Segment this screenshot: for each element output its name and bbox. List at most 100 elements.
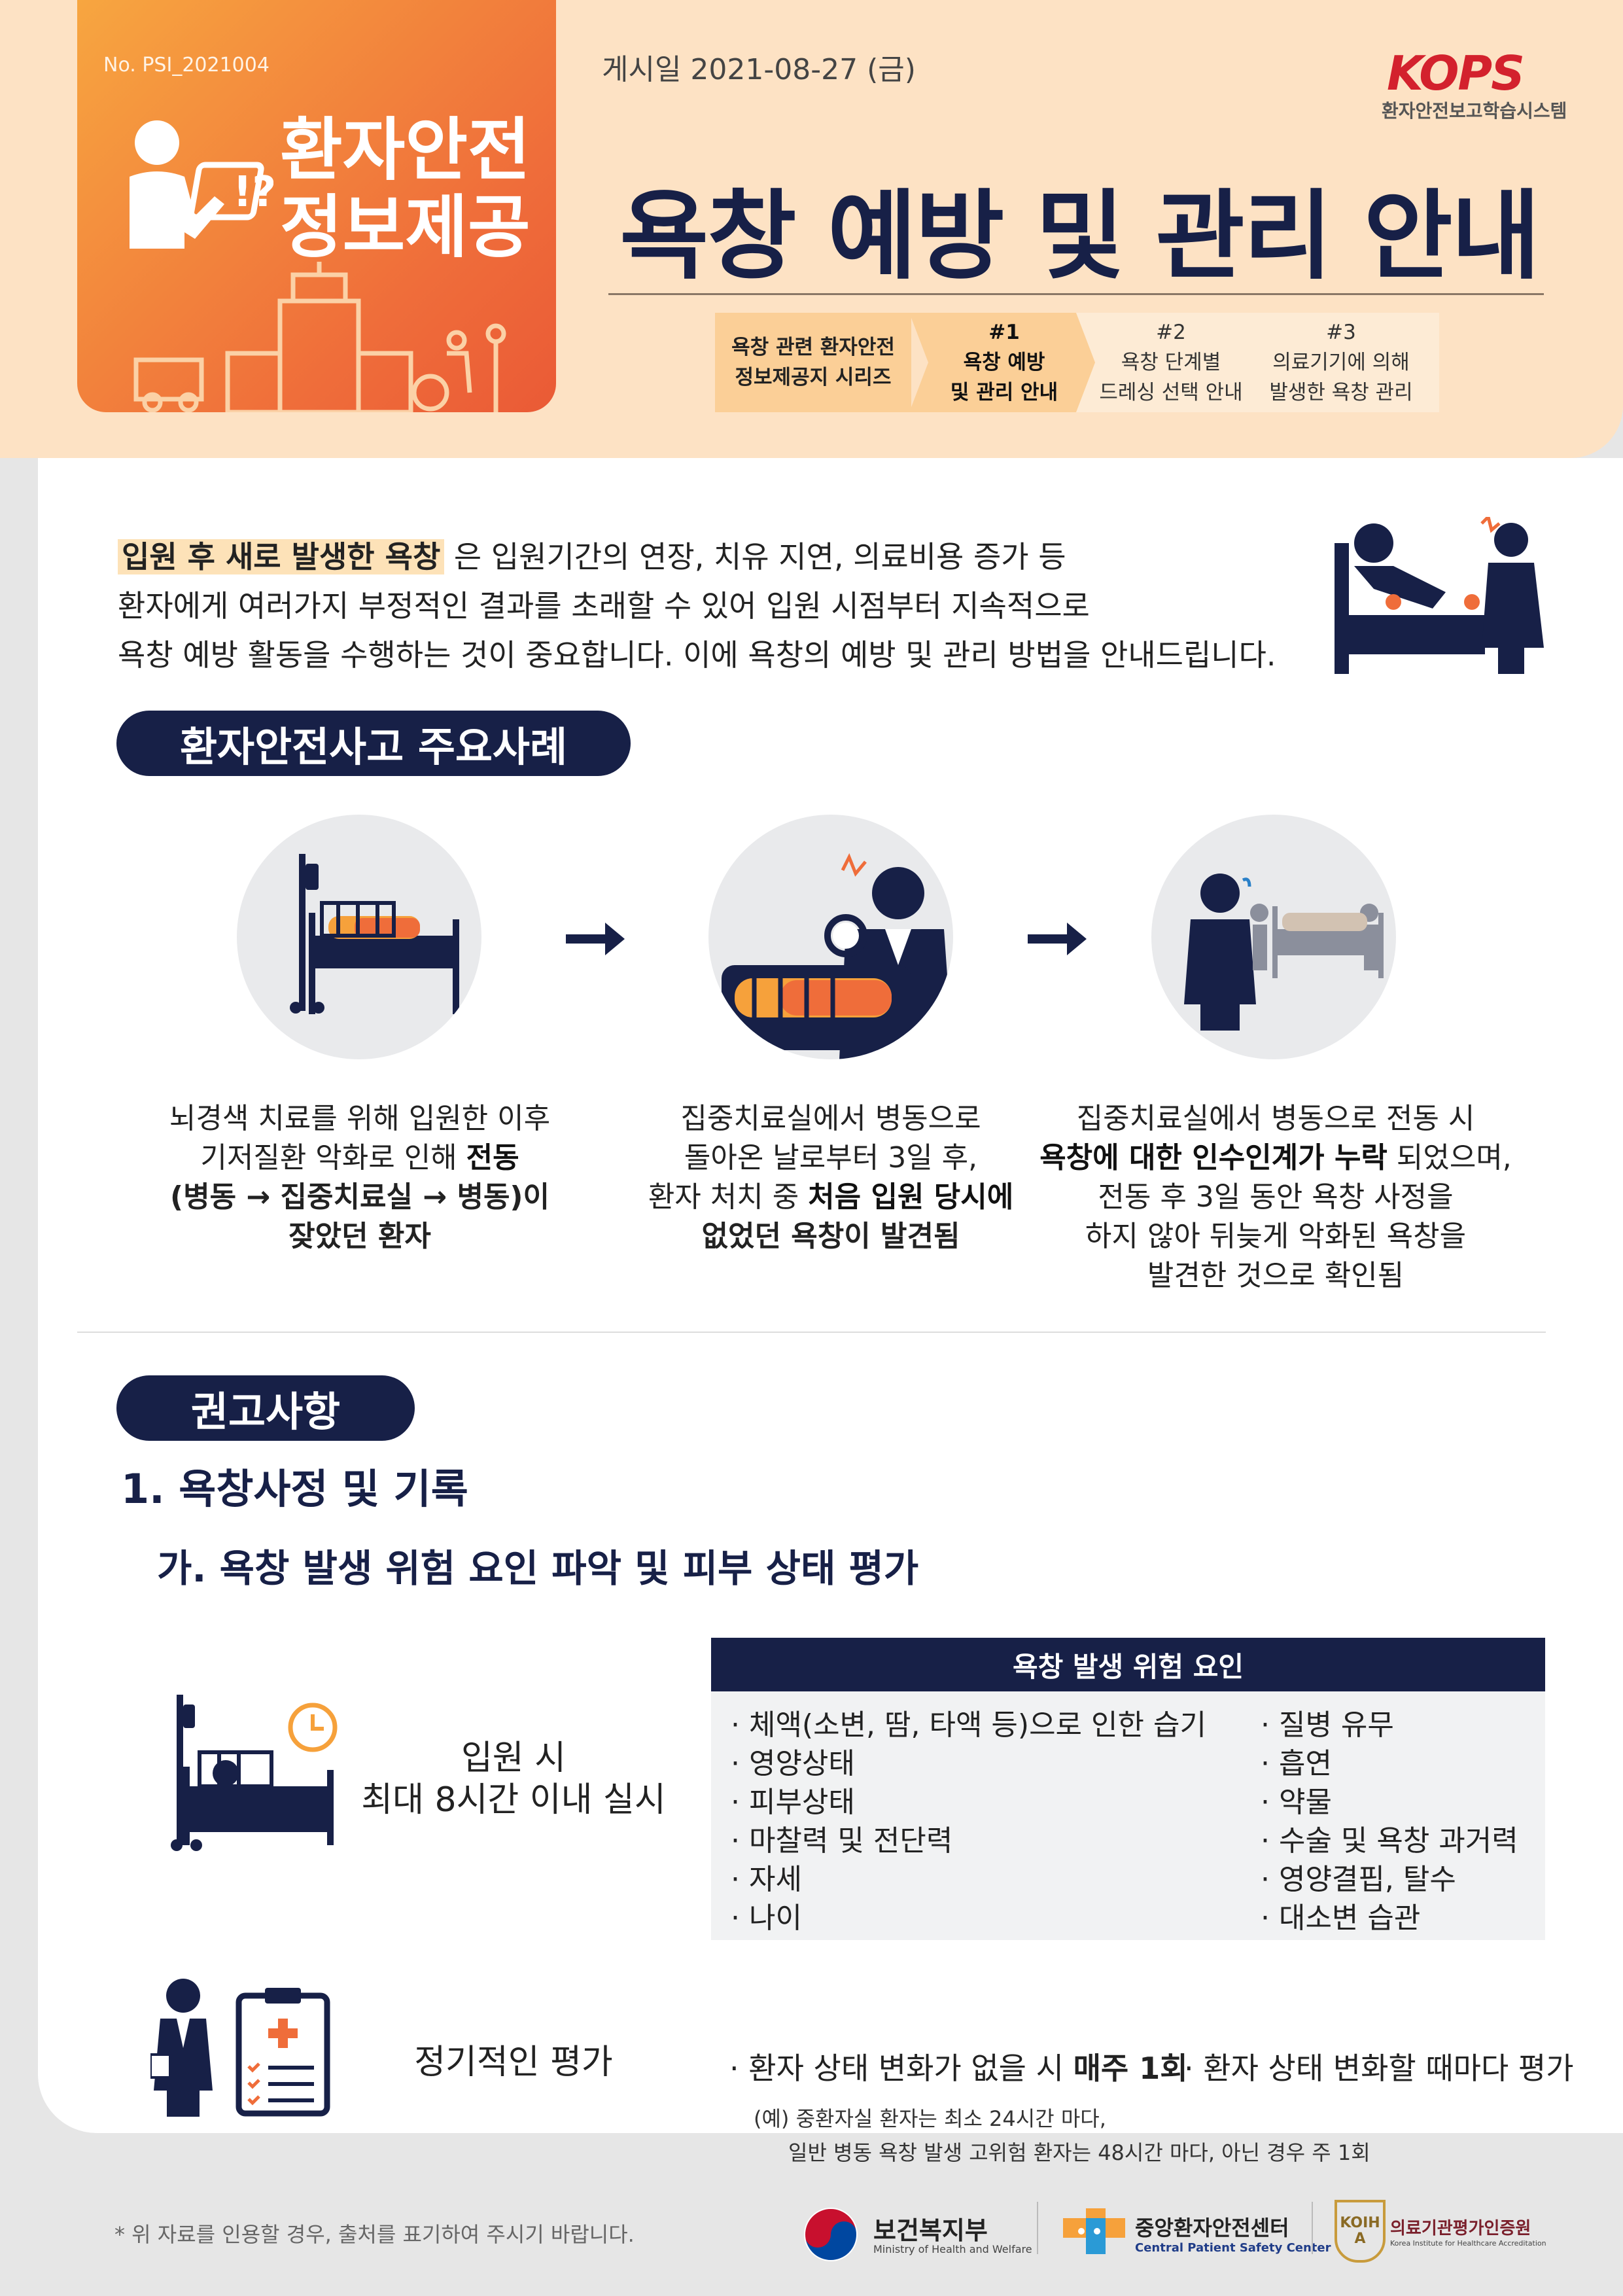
org-cpsc: 중앙환자안전센터 [1135, 2216, 1289, 2240]
case-line-part: 되었으며, [1387, 1141, 1512, 1174]
admission-line: 최대 8시간 이내 실시 [361, 1780, 666, 1820]
org-mohw: 보건복지부 [873, 2216, 988, 2245]
doc-number: No. PSI_2021004 [103, 54, 270, 77]
case-line: 환자 처치 중 처음 입원 당시에 [628, 1178, 1034, 1217]
periodic-item-weekly: · 환자 상태 변화가 없을 시 매주 1회 [729, 2045, 1188, 2088]
hospital-bed-icon [290, 854, 459, 1014]
footer-note: * 위 자료를 인용할 경우, 출처를 표기하여 주시기 바랍니다. [114, 2222, 635, 2247]
step-line: 발생한 욕창 관리 [1269, 381, 1413, 404]
case-1-image [237, 815, 481, 1059]
case-line: 뇌경색 치료를 위해 입원한 이후 [169, 1102, 551, 1135]
section-title-cases: 환자안전사고 주요사례 [116, 711, 631, 776]
step-line: #3 [1326, 321, 1356, 344]
kops-subtitle: 환자안전보고학습시스템 [1382, 100, 1567, 122]
case-line-bold: 전동 [466, 1141, 519, 1174]
svg-text:!?: !? [233, 168, 273, 217]
step-line: #2 [1156, 321, 1186, 344]
case-line: 기저질환 악화로 인해 전동 [157, 1139, 563, 1178]
nurse-clipboard-icon [150, 1979, 330, 2117]
risk-item: · 약물 [1261, 1786, 1332, 1819]
intro-text: 은 입원기간의 연장, 치유 지연, 의료비용 증가 등 [453, 539, 1066, 574]
arrow-right-icon [1028, 923, 1087, 955]
case-line: 집중치료실에서 병동으로 전동 시 [1076, 1102, 1475, 1135]
case-1-text: 뇌경색 치료를 위해 입원한 이후 기저질환 악화로 인해 전동 (병동 → 집… [157, 1099, 563, 1256]
risk-item: · 대소변 습관 [1261, 1901, 1421, 1935]
series-step-1: #1 욕창 예방 및 관리 안내 [909, 313, 1099, 412]
nurse-finding-sore-icon [722, 853, 953, 1059]
periodic-note-1: (예) 중환자실 환자는 최소 24시간 마다, [754, 2106, 1106, 2131]
case-3-text: 집중치료실에서 병동으로 전동 시 욕창에 대한 인수인계가 누락 되었으며, … [1034, 1099, 1518, 1296]
case-line-bold: 처음 입원 당시에 [808, 1180, 1014, 1214]
periodic-bold: 매주 1회 [1073, 2051, 1188, 2086]
section-title-recommend: 권고사항 [116, 1375, 415, 1441]
admission-line: 입원 시 [461, 1739, 567, 1778]
heading-1: 1. 욕창사정 및 기록 [121, 1465, 468, 1513]
risk-list-left: · 체액(소변, 땀, 타액 등)으로 인한 습기 · 영양상태 · 피부상태 … [731, 1706, 1206, 1937]
risk-item: · 수술 및 욕창 과거력 [1261, 1824, 1518, 1858]
step-line: 욕창 예방 [963, 351, 1045, 374]
risk-factor-box: · 체액(소변, 땀, 타액 등)으로 인한 습기 · 영양상태 · 피부상태 … [711, 1691, 1545, 1940]
org-mohw-sub: Ministry of Health and Welfare [873, 2243, 1032, 2255]
intro-line-1: 입원 후 새로 발생한 욕창 은 입원기간의 연장, 치유 지연, 의료비용 증… [118, 533, 1066, 576]
admission-bed-clock-icon [171, 1695, 338, 1851]
arrow-right-icon [566, 923, 625, 955]
risk-item: · 영양결핍, 탈수 [1261, 1863, 1456, 1896]
org-cpsc-sub: Central Patient Safety Center [1135, 2241, 1331, 2255]
case-2-image [708, 815, 953, 1059]
case-line: 없었던 욕창이 발견됨 [701, 1220, 960, 1253]
org-koiha: 의료기관평가인증원 [1390, 2219, 1531, 2238]
footer-separator [1312, 2202, 1313, 2254]
page-title: 욕창 예방 및 관리 안내 [620, 180, 1541, 292]
presenter-icon: !? [130, 120, 273, 249]
taegeuk-logo-icon [804, 2208, 858, 2261]
intro-line-2: 환자에게 여러가지 부정적인 결과를 초래할 수 있어 입원 시점부터 지속적으… [118, 588, 1090, 624]
case-line: 발견한 것으로 확인됨 [1147, 1259, 1405, 1292]
hospital-icon [133, 262, 506, 412]
risk-list-right: · 질병 유무 · 흡연 · 약물 · 수술 및 욕창 과거력 · 영양결핍, … [1261, 1706, 1518, 1937]
risk-factor-header: 욕창 발생 위험 요인 [711, 1638, 1545, 1691]
step-line: 욕창 관련 환자안전 [731, 336, 895, 359]
step-line: 욕창 단계별 [1121, 351, 1221, 374]
step-line: 정보제공지 시리즈 [735, 366, 892, 389]
case-line: 하지 않아 뒤늦게 악화된 욕창을 [1085, 1220, 1467, 1253]
step-line: 및 관리 안내 [950, 381, 1058, 404]
risk-item: · 나이 [731, 1901, 802, 1935]
info-card: No. PSI_2021004 !? 환자안전 정보제공 [77, 0, 556, 412]
staff-with-bed-icon [1184, 874, 1384, 1031]
case-line: 전동 후 3일 동안 욕창 사정을 [1098, 1180, 1454, 1214]
step-line: #1 [988, 321, 1020, 344]
risk-item: · 자세 [731, 1863, 802, 1896]
case-line: 잦았던 환자 [288, 1220, 431, 1253]
cpsc-logo-icon [1063, 2208, 1125, 2254]
case-line-part: 기저질환 악화로 인해 [200, 1141, 466, 1174]
risk-item: · 피부상태 [731, 1786, 855, 1819]
case-line: 욕창에 대한 인수인계가 누락 되었으며, [1034, 1139, 1518, 1178]
periodic-note-2: 일반 병동 욕창 발생 고위험 환자는 48시간 마다, 아닌 경우 주 1회 [788, 2140, 1370, 2165]
risk-item: · 마찰력 및 전단력 [731, 1824, 953, 1858]
case-line: (병동 → 집중치료실 → 병동)이 [169, 1180, 550, 1214]
risk-item: · 흡연 [1261, 1747, 1332, 1780]
kops-logo: KOPS [1387, 46, 1525, 101]
risk-item: · 체액(소변, 땀, 타액 등)으로 인한 습기 [731, 1708, 1206, 1742]
footer-separator [1037, 2202, 1038, 2254]
koiha-logo-icon: KOIHA [1335, 2200, 1386, 2263]
section-divider [77, 1332, 1546, 1333]
case-line-bold: 욕창에 대한 인수인계가 누락 [1039, 1141, 1387, 1174]
risk-item: · 영양상태 [731, 1747, 855, 1780]
case-line-part: 환자 처치 중 [648, 1180, 809, 1214]
case-3-image [1151, 815, 1396, 1059]
periodic-label: 정기적인 평가 [414, 2043, 613, 2082]
case-line: 돌아온 날로부터 3일 후, [684, 1141, 978, 1174]
case-line: 집중치료실에서 병동으로 [680, 1102, 981, 1135]
card-title: 환자안전 정보제공 [280, 110, 531, 267]
intro-highlight: 입원 후 새로 발생한 욕창 [118, 539, 445, 574]
periodic-text: · 환자 상태 변화가 없을 시 [729, 2051, 1073, 2086]
periodic-item-change: · 환자 상태 변화할 때마다 평가 [1184, 2051, 1574, 2086]
post-date: 게시일 2021-08-27 (금) [602, 53, 916, 86]
step-line: 드레싱 선택 안내 [1099, 381, 1243, 404]
series-step-3: #3 의료기기에 의해 발생한 욕창 관리 [1243, 313, 1439, 412]
series-step-intro: 욕창 관련 환자안전 정보제공지 시리즈 [715, 313, 911, 412]
heading-2: 가. 욕창 발생 위험 요인 파악 및 피부 상태 평가 [157, 1546, 919, 1591]
risk-item: · 질병 유무 [1261, 1708, 1394, 1742]
intro-line-3: 욕창 예방 활동을 수행하는 것이 중요합니다. 이에 욕창의 예방 및 관리 … [118, 637, 1276, 673]
